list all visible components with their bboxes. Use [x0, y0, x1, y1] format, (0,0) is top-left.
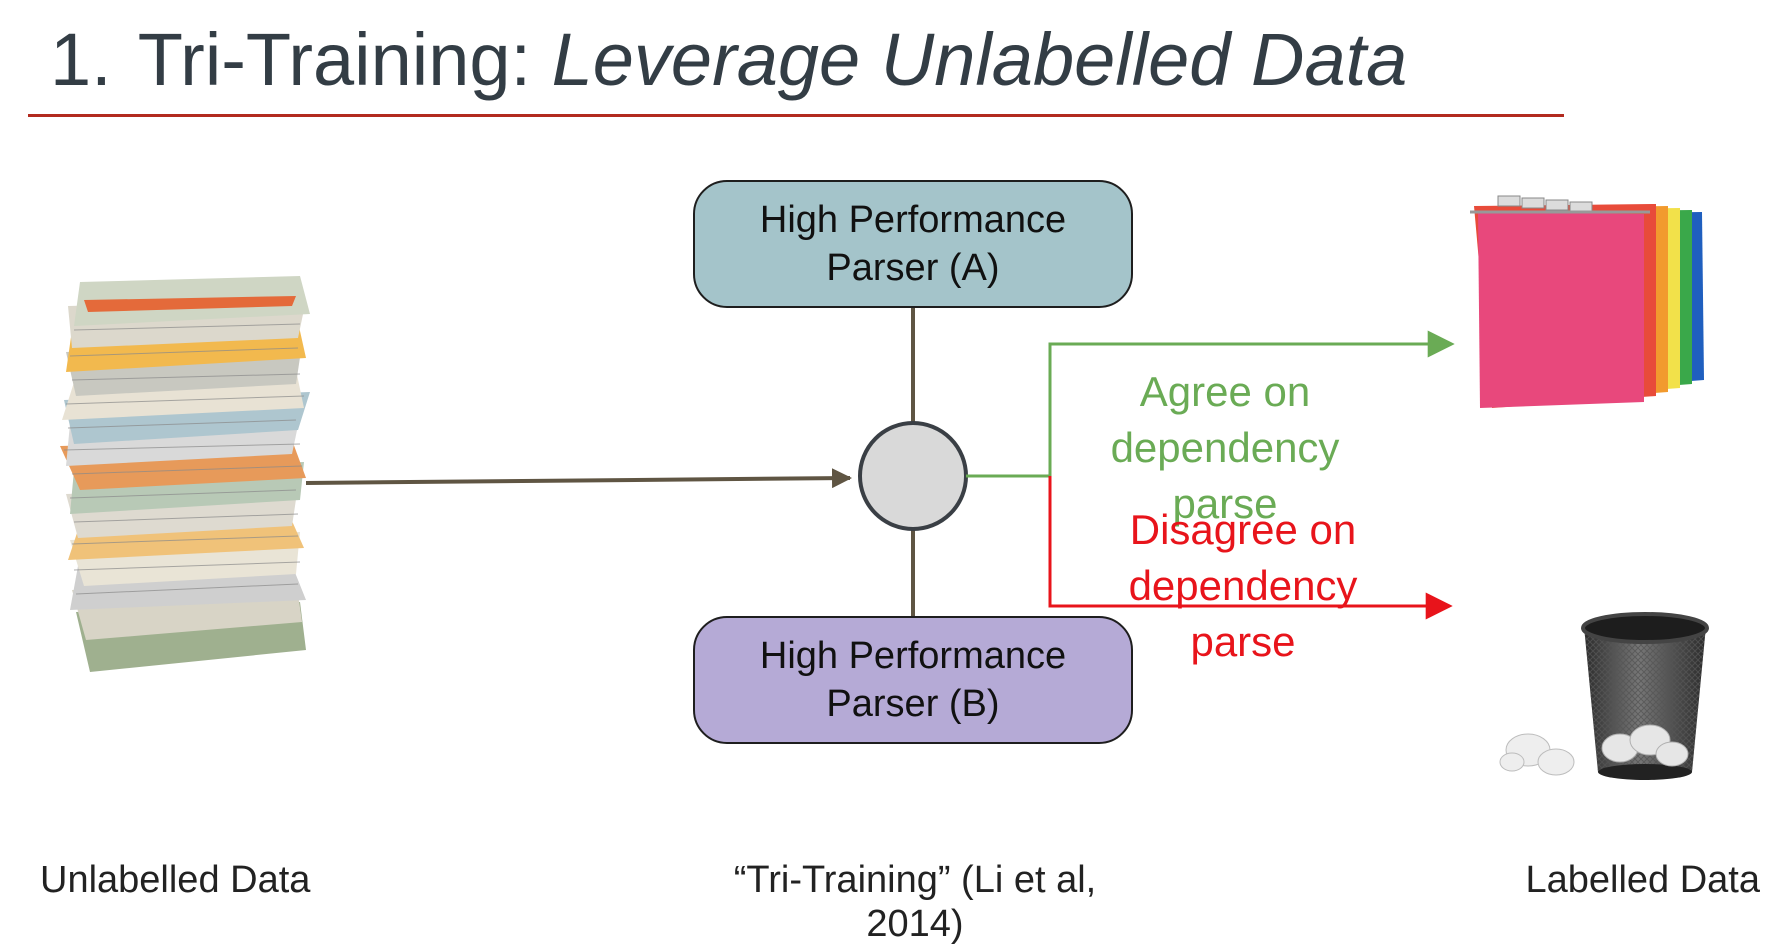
disagree-line3: parse — [1190, 618, 1296, 665]
caption-tri-training: “Tri-Training” (Li et al, 2014) — [690, 858, 1140, 946]
parser-b-box: High Performance Parser (B) — [693, 616, 1133, 744]
disagree-line2: dependency — [1128, 562, 1358, 609]
title-underline — [28, 114, 1564, 117]
parser-b-line1: High Performance — [759, 635, 1067, 677]
title-number: 1. — [50, 18, 112, 101]
caption-tri-training-line1: “Tri-Training” (Li et al, — [733, 859, 1097, 901]
wastebasket-icon — [1499, 612, 1709, 780]
caption-unlabelled-data: Unlabelled Data — [40, 859, 311, 901]
parser-a-line2: Parser (A) — [826, 247, 1000, 289]
title-italic: Leverage Unlabelled Data — [551, 18, 1408, 101]
agree-label: Agree on dependency parse — [1080, 364, 1370, 532]
agree-line3: parse — [1172, 480, 1278, 527]
agree-arrow — [966, 330, 1455, 478]
disagree-line1: Disagree on — [1129, 506, 1357, 553]
input-arrow — [305, 468, 852, 489]
title-plain: Tri-Training: — [137, 18, 532, 101]
paper-stack-icon — [60, 276, 310, 672]
parser-b-line2: Parser (B) — [826, 683, 1000, 725]
agree-line2: dependency — [1110, 424, 1340, 471]
caption-tri-training-line2: 2014) — [866, 903, 964, 945]
hanging-folders-icon — [1470, 195, 1704, 408]
slide-title: 1. Tri-Training: Leverage Unlabelled Data — [50, 10, 1407, 110]
agree-line1: Agree on — [1139, 368, 1311, 415]
decision-node — [858, 421, 968, 531]
parser-a-box: High Performance Parser (A) — [693, 180, 1133, 308]
disagree-label: Disagree on dependency parse — [1098, 502, 1388, 670]
parser-a-line1: High Performance — [759, 199, 1067, 241]
disagree-arrow — [1048, 476, 1453, 620]
caption-labelled-data: Labelled Data — [1525, 859, 1760, 901]
